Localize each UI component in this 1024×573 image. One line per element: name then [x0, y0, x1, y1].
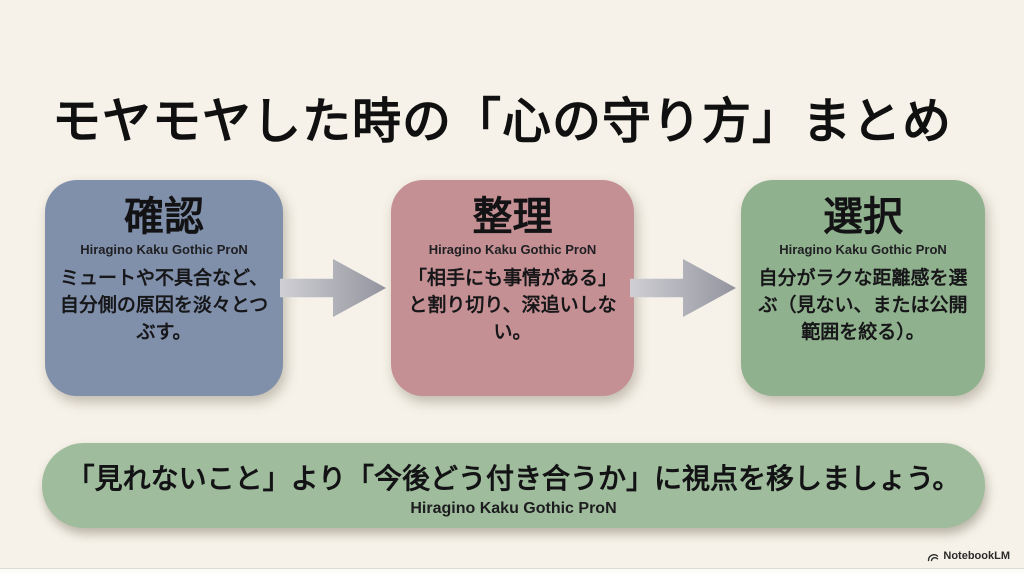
summary-subtext: Hiragino Kaku Gothic ProN	[410, 500, 617, 517]
step-card-organize: 整理 Hiragino Kaku Gothic ProN 「相手にも事情がある」…	[391, 180, 634, 396]
card-heading: 確認	[124, 195, 204, 239]
summary-bar: 「見れないこと」より「今後どう付き合うか」に視点を移しましょう。 Hiragin…	[42, 443, 985, 528]
bottom-edge-strip	[0, 568, 1024, 573]
card-subheading: Hiragino Kaku Gothic ProN	[80, 242, 248, 257]
card-subheading: Hiragino Kaku Gothic ProN	[779, 242, 947, 257]
card-subheading: Hiragino Kaku Gothic ProN	[428, 242, 597, 257]
card-body: 自分がラクな距離感を選ぶ（見ない、または公開範囲を絞る）。	[758, 268, 968, 343]
card-heading: 整理	[472, 195, 553, 239]
card-heading: 選択	[823, 195, 903, 239]
summary-text: 「見れないこと」より「今後どう付き合うか」に視点を移しましょう。	[66, 463, 961, 494]
notebooklm-watermark: NotebookLM	[927, 550, 1010, 562]
arrow-right-icon	[280, 258, 386, 318]
card-body: ミュートや不具合など、自分側の原因を淡々とつぶす。	[59, 268, 269, 343]
watermark-label: NotebookLM	[943, 550, 1010, 562]
step-card-confirm: 確認 Hiragino Kaku Gothic ProN ミュートや不具合など、…	[45, 180, 283, 396]
card-body: 「相手にも事情がある」と割り切り、深追いしない。	[407, 268, 617, 343]
step-card-select: 選択 Hiragino Kaku Gothic ProN 自分がラクな距離感を選…	[741, 180, 985, 396]
slide-title: モヤモヤした時の「心の守り方」まとめ	[52, 95, 953, 149]
arrow-right-icon	[630, 258, 736, 318]
notebooklm-logo-icon	[928, 554, 939, 562]
